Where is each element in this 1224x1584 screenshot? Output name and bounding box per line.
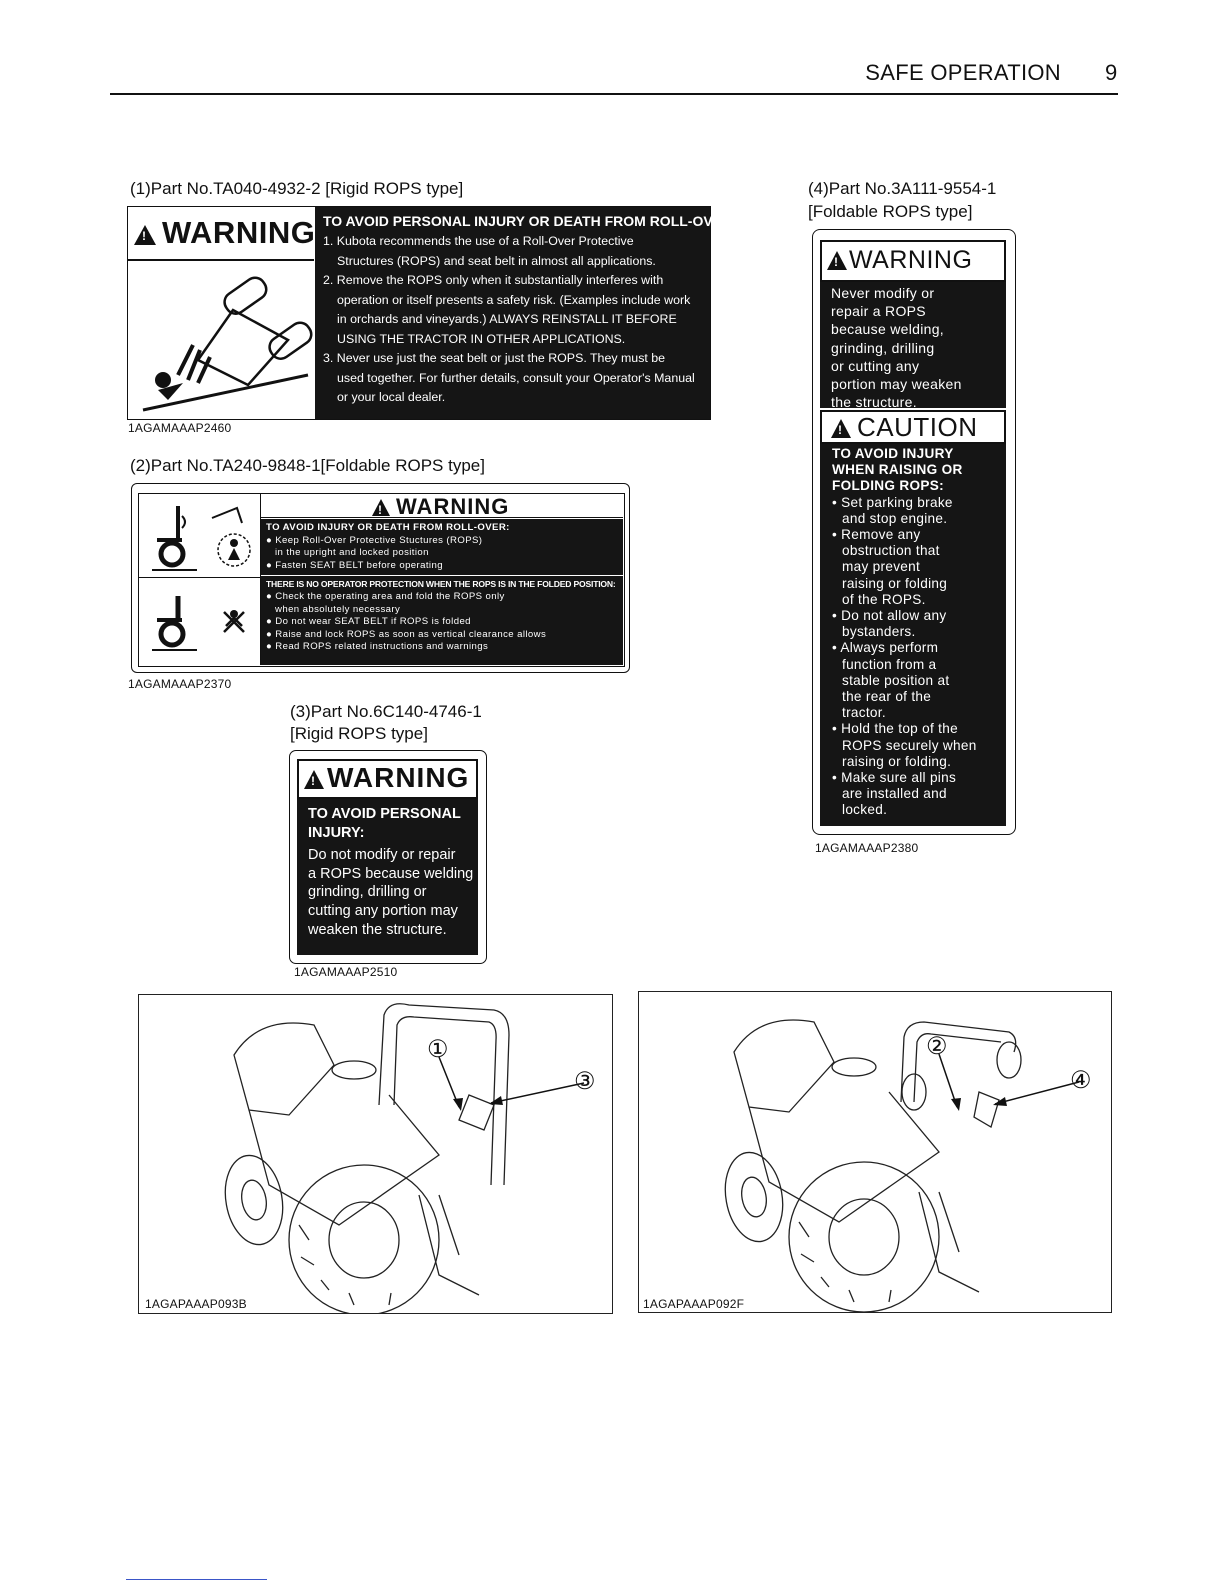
label2-icon-divider bbox=[138, 577, 260, 578]
label1-heading: TO AVOID PERSONAL INJURY OR DEATH FROM R… bbox=[323, 213, 737, 229]
caution-item: • Set parking brake and stop engine. bbox=[832, 494, 953, 526]
rollover-pictogram-icon bbox=[142, 276, 313, 412]
callout-2: ② bbox=[926, 1033, 948, 1060]
label4-caution-box bbox=[820, 410, 1006, 444]
figure-left-code: 1AGAPAAAP093B bbox=[145, 1297, 247, 1311]
label1-line: in orchards and vineyards.) ALWAYS REINS… bbox=[337, 312, 677, 326]
label2-line: ● Raise and lock ROPS as soon as vertica… bbox=[266, 628, 547, 640]
label1-line: 3. Never use just the seat belt or just … bbox=[323, 351, 666, 365]
label3-line: grinding, drilling or bbox=[308, 884, 427, 901]
label4-warning-box bbox=[820, 240, 1006, 282]
label2-signal-divider bbox=[261, 517, 623, 518]
label3-heading-1: TO AVOID PERSONAL bbox=[308, 806, 461, 822]
caution-triangle-icon bbox=[831, 419, 851, 438]
label4-signal: WARNING bbox=[827, 246, 972, 275]
label2-code: 1AGAMAAAP2370 bbox=[128, 677, 232, 691]
label4-warning-panel: Never modify or repair a ROPS because we… bbox=[820, 282, 1006, 411]
label3-signal-box bbox=[297, 759, 478, 799]
label2-line: ● Check the operating area and fold the … bbox=[266, 590, 505, 602]
label3-heading-2: INJURY: bbox=[308, 824, 365, 841]
label1-text-panel: TO AVOID PERSONAL INJURY OR DEATH FROM R… bbox=[315, 207, 737, 419]
rops-folded-pictogram-icon bbox=[152, 596, 245, 651]
header-rule bbox=[110, 93, 1118, 95]
callout-1: ① bbox=[427, 1036, 449, 1063]
caution-item: • Do not allow any bystanders. bbox=[832, 608, 947, 640]
caution-item: • Hold the top of the ROPS securely when… bbox=[832, 721, 977, 769]
label3-line: weaken the structure. bbox=[308, 921, 447, 938]
label2-line: in the upright and locked position bbox=[275, 547, 429, 559]
label3-caption-1: (3)Part No.6C140-4746-1 bbox=[290, 702, 482, 721]
label4-caption-1: (4)Part No.3A111-9554-1 bbox=[808, 179, 997, 198]
section-title: SAFE OPERATION bbox=[865, 60, 1061, 85]
warning-triangle-icon bbox=[372, 499, 390, 517]
label1-line: used together. For further details, cons… bbox=[337, 370, 695, 385]
caution-item: • Always perform function from a stable … bbox=[832, 640, 950, 721]
label2-text-panel: TO AVOID INJURY OR DEATH FROM ROLL-OVER:… bbox=[261, 519, 623, 665]
label1-divider bbox=[128, 259, 314, 261]
rops-upright-pictogram-icon bbox=[152, 506, 251, 571]
label1-line: USING THE TRACTOR IN OTHER APPLICATIONS. bbox=[337, 331, 626, 346]
label4-warning-line: Never modify or bbox=[831, 285, 935, 301]
label1-line: operation or itself presents a safety ri… bbox=[337, 292, 691, 307]
warning-triangle-icon bbox=[827, 251, 847, 270]
caution-item: • Remove any obstruction that may preven… bbox=[832, 527, 948, 607]
label2-section2-heading: THERE IS NO OPERATOR PROTECTION WHEN THE… bbox=[266, 579, 616, 590]
label2-line: ● Read ROPS related instructions and war… bbox=[266, 641, 489, 653]
label4-warning-line: or cutting any bbox=[831, 357, 920, 374]
label1-line: Structures (ROPS) and seat belt in almos… bbox=[337, 253, 656, 268]
label4-decal: WARNING Never modify or repair a ROPS be… bbox=[812, 229, 1016, 835]
label2-signal: WARNING bbox=[372, 494, 509, 520]
label3-line: a ROPS because welding bbox=[308, 865, 474, 882]
label4-caution-heading: FOLDING ROPS: bbox=[832, 478, 944, 494]
label4-warning-line: portion may weaken bbox=[831, 376, 962, 393]
label3-caption-2: [Rigid ROPS type] bbox=[290, 724, 428, 743]
tractor-illustration-icon bbox=[224, 1003, 585, 1313]
callout-4: ④ bbox=[1070, 1067, 1092, 1094]
figure-right-code: 1AGAPAAAP092F bbox=[643, 1297, 745, 1311]
warning-triangle-icon bbox=[304, 770, 324, 789]
label1-line: 2. Remove the ROPS only when it substant… bbox=[323, 273, 664, 287]
label4-warning-line: grinding, drilling bbox=[831, 339, 935, 356]
label3-code: 1AGAMAAAP2510 bbox=[294, 965, 398, 979]
label1-decal: WARNING TO AVOID PERSONAL INJURY OR DEAT… bbox=[127, 206, 737, 420]
label2-section-divider bbox=[261, 575, 623, 577]
label4-code: 1AGAMAAAP2380 bbox=[815, 841, 919, 855]
warning-triangle-icon bbox=[134, 225, 156, 245]
tractor-figure-left: ① ③ 1AGAPAAAP093B bbox=[138, 994, 613, 1314]
label2-line: ● Do not wear SEAT BELT if ROPS is folde… bbox=[266, 616, 471, 628]
label2-line: ● Keep Roll-Over Protective Stuctures (R… bbox=[266, 534, 483, 546]
label4-caution-panel: TO AVOID INJURY WHEN RAISING OR FOLDING … bbox=[820, 444, 1006, 826]
label1-signal: WARNING bbox=[134, 215, 315, 251]
label4-caution-signal: CAUTION bbox=[831, 412, 978, 443]
page-number: 9 bbox=[1105, 60, 1118, 85]
label2-column-divider bbox=[260, 493, 261, 665]
callout-3: ③ bbox=[574, 1068, 596, 1095]
label2-line: when absolutely necessary bbox=[275, 603, 401, 615]
label4-warning-line: because welding, bbox=[831, 321, 944, 338]
label4-caution-heading: TO AVOID INJURY bbox=[832, 446, 954, 461]
footer-link-line bbox=[126, 1579, 267, 1580]
label4-warning-line: the structure. bbox=[831, 394, 917, 411]
label4-caption-2: [Foldable ROPS type] bbox=[808, 202, 973, 221]
label2-caption: (2)Part No.TA240-9848-1[Foldable ROPS ty… bbox=[130, 456, 485, 475]
label3-line: Do not modify or repair bbox=[308, 847, 456, 864]
label3-text-panel: TO AVOID PERSONAL INJURY: Do not modify … bbox=[297, 799, 478, 955]
label1-caption: (1)Part No.TA040-4932-2 [Rigid ROPS type… bbox=[130, 179, 464, 198]
label1-code: 1AGAMAAAP2460 bbox=[128, 421, 232, 435]
label3-line: cutting any portion may bbox=[308, 902, 458, 919]
label3-signal: WARNING bbox=[304, 762, 469, 794]
label1-line: or your local dealer. bbox=[337, 390, 446, 404]
tractor-figure-right: ② ④ 1AGAPAAAP092F bbox=[638, 991, 1112, 1313]
tractor-illustration-icon bbox=[724, 1019, 1080, 1312]
label2-line: ● Fasten SEAT BELT before operating bbox=[266, 559, 443, 571]
label2-decal: WARNING TO AVOID INJURY OR DEATH FROM RO… bbox=[131, 483, 630, 673]
label1-line: 1. Kubota recommends the use of a Roll-O… bbox=[323, 234, 634, 248]
label3-decal: WARNING TO AVOID PERSONAL INJURY: Do not… bbox=[289, 750, 487, 964]
label4-warning-line: repair a ROPS bbox=[831, 303, 926, 320]
label2-section1-heading: TO AVOID INJURY OR DEATH FROM ROLL-OVER: bbox=[266, 522, 510, 533]
label2-inner-frame bbox=[138, 493, 625, 667]
label4-caution-heading: WHEN RAISING OR bbox=[832, 462, 963, 478]
caution-item: • Make sure all pins are installed and l… bbox=[832, 770, 957, 818]
